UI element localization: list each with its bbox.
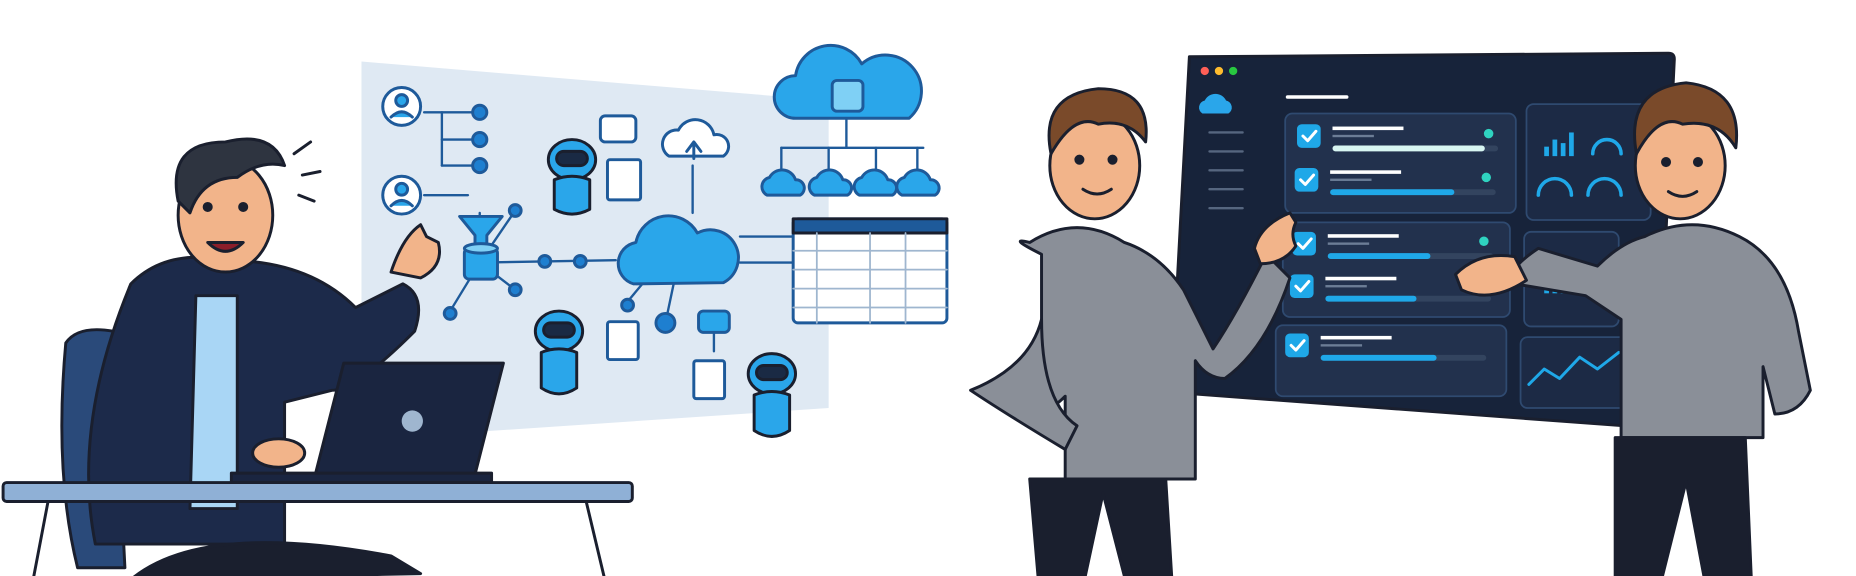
window-maximize-button	[1229, 66, 1238, 76]
user-icon	[381, 174, 423, 216]
status-check-icon	[1481, 172, 1491, 183]
small-clouds	[760, 168, 941, 197]
checkbox-icon	[1292, 231, 1316, 256]
progress-fill	[1327, 253, 1431, 260]
chart-card	[1525, 103, 1652, 221]
document-icon	[605, 320, 640, 362]
task-card	[1284, 112, 1517, 214]
task-title-line	[1330, 170, 1402, 174]
man-pointing	[969, 87, 1298, 576]
cloud-database-icon	[772, 43, 923, 120]
checkbox-icon	[1294, 167, 1319, 192]
checkbox-icon	[1285, 333, 1309, 358]
chat-bubble-icon	[598, 114, 638, 144]
hand-pointing	[1252, 211, 1298, 266]
line-chart-icon	[1527, 350, 1621, 386]
task-subtitle-line	[1327, 242, 1370, 245]
user-icon	[381, 86, 423, 127]
task-title-line	[1327, 234, 1399, 238]
progress-fill	[1320, 354, 1437, 361]
cloud-icon	[616, 214, 740, 286]
progress-fill	[1332, 145, 1485, 152]
task-subtitle-line	[1325, 285, 1367, 288]
laptop-icon	[229, 361, 505, 485]
node-dots	[442, 103, 677, 334]
checkmark-icon	[1299, 173, 1316, 186]
gauge-icon	[1536, 137, 1623, 197]
task-subtitle-line	[1330, 178, 1372, 181]
cloud-badge-icon	[697, 309, 731, 334]
checkmark-icon	[1301, 129, 1318, 143]
status-check-icon	[1483, 128, 1494, 139]
sidebar-nav	[1208, 131, 1244, 210]
table-icon	[791, 217, 949, 325]
task-title-line	[1320, 335, 1392, 340]
task-title-line	[1325, 276, 1397, 281]
dashboard-screen	[1170, 51, 1676, 430]
checkmark-icon	[1296, 237, 1313, 250]
checkbox-icon	[1297, 124, 1321, 148]
man-at-laptop	[87, 137, 441, 576]
document-icon	[605, 158, 643, 202]
task-title-line	[1332, 126, 1404, 131]
cloud-logo-icon	[1199, 93, 1232, 114]
window-minimize-button	[1214, 66, 1224, 76]
progress-fill	[1330, 189, 1455, 196]
progress-fill	[1325, 295, 1417, 302]
checkmark-icon	[1289, 339, 1306, 352]
desk	[1, 481, 634, 576]
arm-pointing	[389, 223, 441, 280]
task-subtitle-line	[1332, 134, 1374, 138]
checkmark-icon	[1294, 280, 1311, 293]
window-close-button	[1200, 66, 1209, 76]
chart-card	[1519, 336, 1628, 409]
cloud-upload-icon	[660, 118, 731, 160]
database-icon	[462, 242, 499, 281]
status-check-icon	[1479, 236, 1489, 247]
robot-icon	[533, 309, 585, 396]
robot-icon	[546, 138, 598, 216]
checkbox-icon	[1289, 274, 1314, 299]
man-presenting	[1454, 81, 1812, 576]
robot-icon	[746, 352, 798, 438]
document-icon	[692, 359, 727, 401]
task-subtitle-line	[1320, 344, 1363, 347]
